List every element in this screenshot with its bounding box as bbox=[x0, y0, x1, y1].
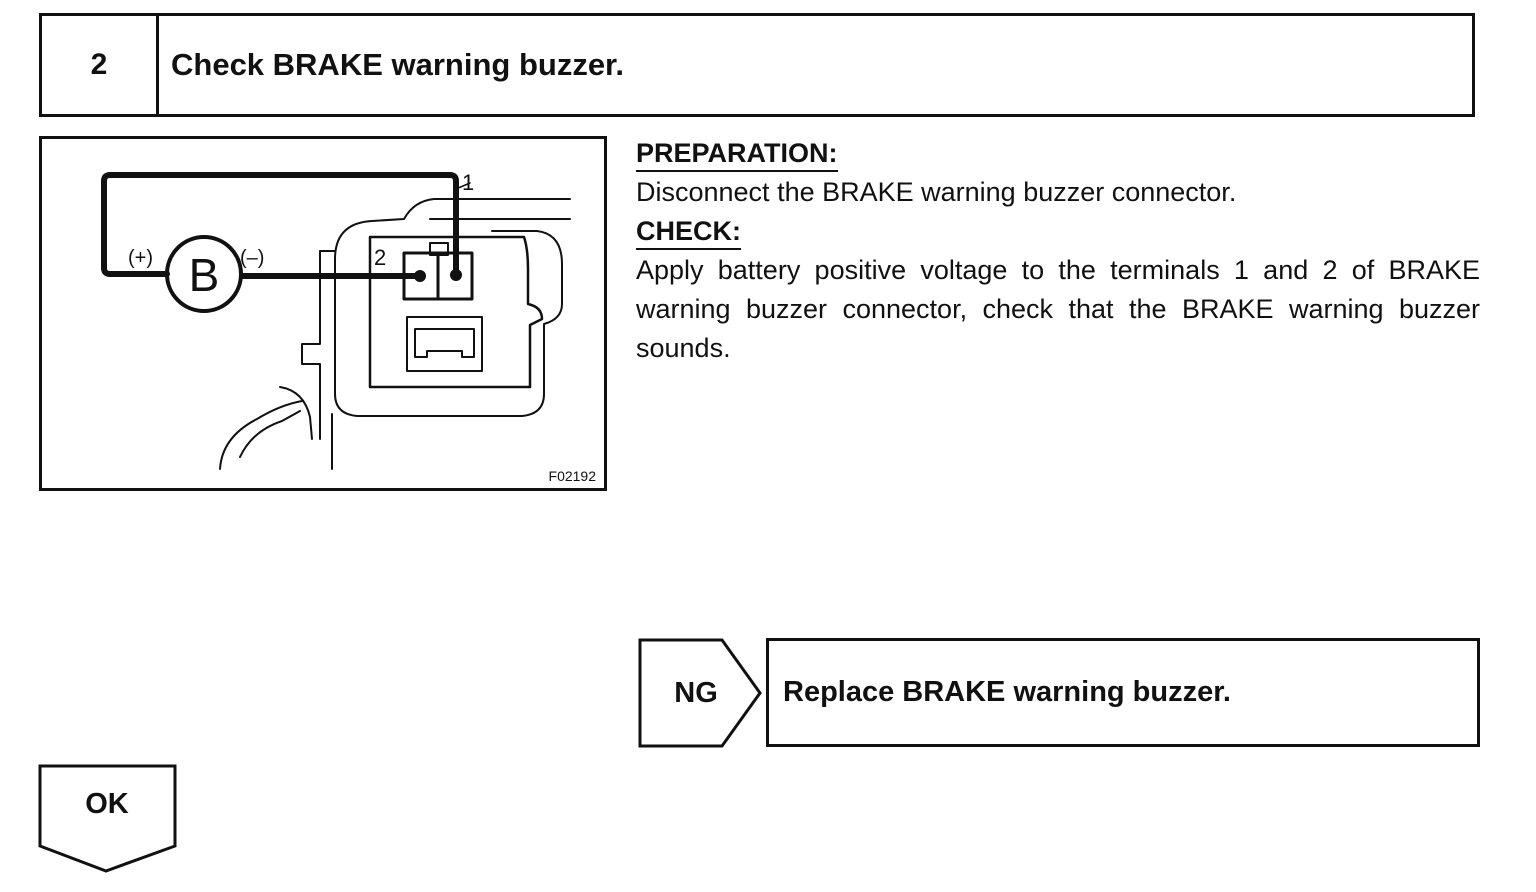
hook-curve bbox=[279, 386, 313, 440]
connector-housing-body bbox=[334, 230, 563, 417]
figure-code: F02192 bbox=[548, 468, 596, 484]
positive-label: (+) bbox=[128, 247, 153, 269]
ng-label: NG bbox=[674, 676, 718, 709]
preparation-heading: PREPARATION: bbox=[636, 136, 838, 172]
connector-diagram-drawing: B (+) (–) 1 2 bbox=[101, 170, 571, 470]
terminal-dot-1 bbox=[450, 269, 462, 281]
check-text: Apply battery positive voltage to the te… bbox=[636, 255, 1480, 363]
ng-action-box: Replace BRAKE warning buzzer. bbox=[766, 638, 1480, 747]
terminal-2-label: 2 bbox=[374, 245, 386, 270]
leader-terminal-1 bbox=[455, 182, 471, 190]
step-title: Check BRAKE warning buzzer. bbox=[171, 47, 625, 82]
check-heading: CHECK: bbox=[636, 214, 741, 250]
instructions: PREPARATION: Disconnect the BRAKE warnin… bbox=[636, 134, 1480, 368]
bracket-left bbox=[301, 250, 336, 440]
step-number: 2 bbox=[42, 16, 159, 114]
terminal-1-label: 1 bbox=[462, 170, 474, 195]
buzzer-symbol bbox=[165, 235, 243, 313]
connector-lock bbox=[406, 316, 483, 372]
connector-lock-inner bbox=[414, 328, 475, 358]
step-header: 2 Check BRAKE warning buzzer. bbox=[39, 13, 1475, 117]
connector-housing-inner bbox=[368, 235, 544, 389]
ok-arrow-shape bbox=[38, 764, 177, 873]
negative-label: (–) bbox=[240, 247, 264, 269]
ng-arrow-shape bbox=[638, 638, 762, 748]
wire-positive bbox=[101, 172, 459, 278]
hook-inner bbox=[239, 410, 301, 458]
hook-outer bbox=[219, 400, 303, 470]
ok-label: OK bbox=[85, 787, 129, 820]
connector-housing-outer bbox=[334, 198, 571, 260]
connector-diagram: B (+) (–) 1 2 F02192 bbox=[39, 136, 607, 491]
buzzer-letter: B bbox=[189, 249, 220, 301]
terminal-key bbox=[429, 242, 449, 256]
preparation-text: Disconnect the BRAKE warning buzzer conn… bbox=[636, 177, 1237, 207]
terminal-dot-2 bbox=[414, 270, 426, 282]
